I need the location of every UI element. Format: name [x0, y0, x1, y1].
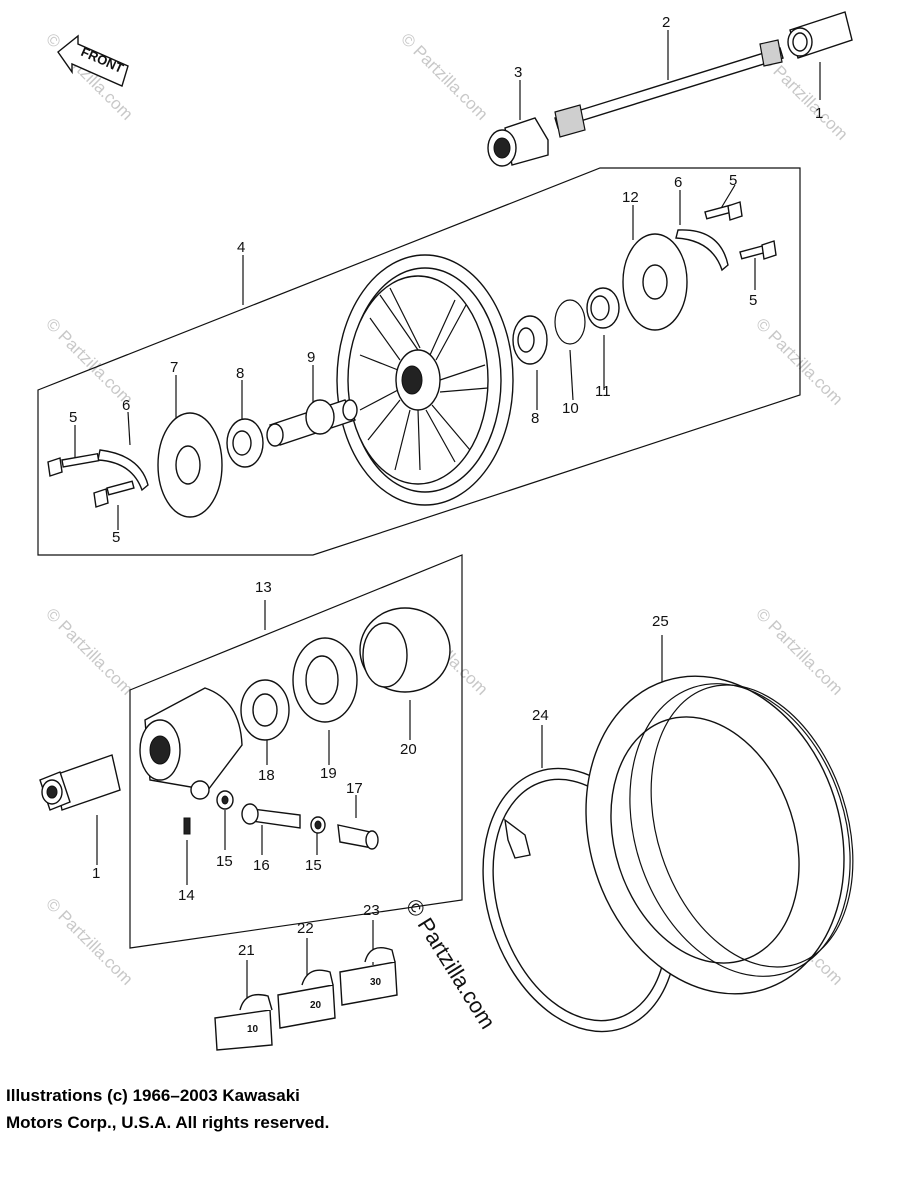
callout-15: 15: [305, 857, 322, 874]
callout-20: 20: [400, 741, 417, 758]
gear-drive-plate: [359, 607, 451, 693]
copyright-line-2: Motors Corp., U.S.A. All rights reserved…: [6, 1113, 330, 1132]
callout-5: 5: [749, 292, 757, 309]
callout-10: 10: [562, 400, 579, 417]
tire: [585, 675, 854, 995]
speedometer-gear-frame: [129, 554, 463, 949]
callout-1: 1: [92, 865, 100, 882]
right-bolt-upper: [704, 201, 743, 221]
balance-weight-30g: 30: [339, 947, 398, 1006]
left-bearing-retainer-plate: [157, 412, 223, 518]
axle-nut: [787, 11, 853, 59]
callout-7: 7: [170, 359, 178, 376]
bushing: [337, 824, 379, 850]
balance-weight-10g: 10: [214, 993, 273, 1051]
callout-3: 3: [514, 64, 522, 81]
washer-right: [310, 816, 326, 834]
callout-6: 6: [122, 397, 130, 414]
callout-24: 24: [532, 707, 549, 724]
callout-15: 15: [216, 853, 233, 870]
left-bolt-lower: [93, 480, 135, 508]
weight-tag-30: 30: [370, 977, 382, 988]
callout-14: 14: [178, 887, 195, 904]
callout-4: 4: [237, 239, 245, 256]
callout-5: 5: [69, 409, 77, 426]
watermark: © Partzilla.com: [752, 604, 846, 698]
watermark: © Partzilla.com: [42, 604, 136, 698]
cast-wheel: [336, 254, 514, 506]
pin: [183, 817, 191, 835]
callout-1: 1: [815, 105, 823, 122]
callout-labels: 1 2 3 4 5 5 5 5 6 6 7 8 8 9 10 11 12 13 …: [69, 14, 823, 959]
grease-seal: [586, 287, 620, 329]
copyright-line-1: Illustrations (c) 1966–2003 Kawasaki: [6, 1086, 300, 1105]
weight-tag-20: 20: [310, 1000, 322, 1011]
callout-2: 2: [662, 14, 670, 31]
left-bolt-upper: [47, 452, 100, 477]
callout-23: 23: [363, 902, 380, 919]
callout-19: 19: [320, 765, 337, 782]
speedometer-drive-gear: [240, 679, 290, 741]
callout-5: 5: [112, 529, 120, 546]
axle-collar: [487, 117, 549, 167]
left-lock-plate: [97, 449, 149, 492]
speedometer-gear-housing: [139, 687, 243, 800]
watermark: © Partzilla.com: [42, 894, 136, 988]
rear-axle: [554, 39, 784, 138]
right-bolt-lower: [739, 240, 777, 260]
callout-17: 17: [346, 780, 363, 797]
right-wheel-bearing: [512, 315, 548, 365]
left-wheel-bearing: [226, 418, 264, 468]
callout-6: 6: [674, 174, 682, 191]
callout-18: 18: [258, 767, 275, 784]
weight-tag-10: 10: [247, 1024, 259, 1035]
callout-lines: [74, 30, 821, 1000]
distance-collar: [266, 399, 358, 447]
callout-8: 8: [531, 410, 539, 427]
speedometer-pinion: [241, 803, 301, 829]
brand-watermark: © Partzilla.com: [401, 894, 501, 1033]
callout-9: 9: [307, 349, 315, 366]
right-lock-plate: [675, 229, 729, 272]
balance-weight-20g: 20: [277, 969, 336, 1029]
callout-16: 16: [253, 857, 270, 874]
gear-housing-seal: [292, 637, 358, 723]
callout-25: 25: [652, 613, 669, 630]
callout-13: 13: [255, 579, 272, 596]
axle-nut-lower: [39, 754, 121, 811]
callout-21: 21: [238, 942, 255, 959]
callout-5: 5: [729, 172, 737, 189]
wheel-assembly-frame: [37, 167, 801, 556]
circlip: [554, 299, 586, 345]
watermark: © Partzilla.com: [397, 29, 491, 123]
callout-8: 8: [236, 365, 244, 382]
watermark: © Partzilla.com: [42, 314, 136, 408]
callout-22: 22: [297, 920, 314, 937]
washer-left: [216, 790, 234, 810]
callout-11: 11: [595, 383, 611, 400]
right-retainer-plate: [622, 233, 688, 331]
callout-12: 12: [622, 189, 639, 206]
